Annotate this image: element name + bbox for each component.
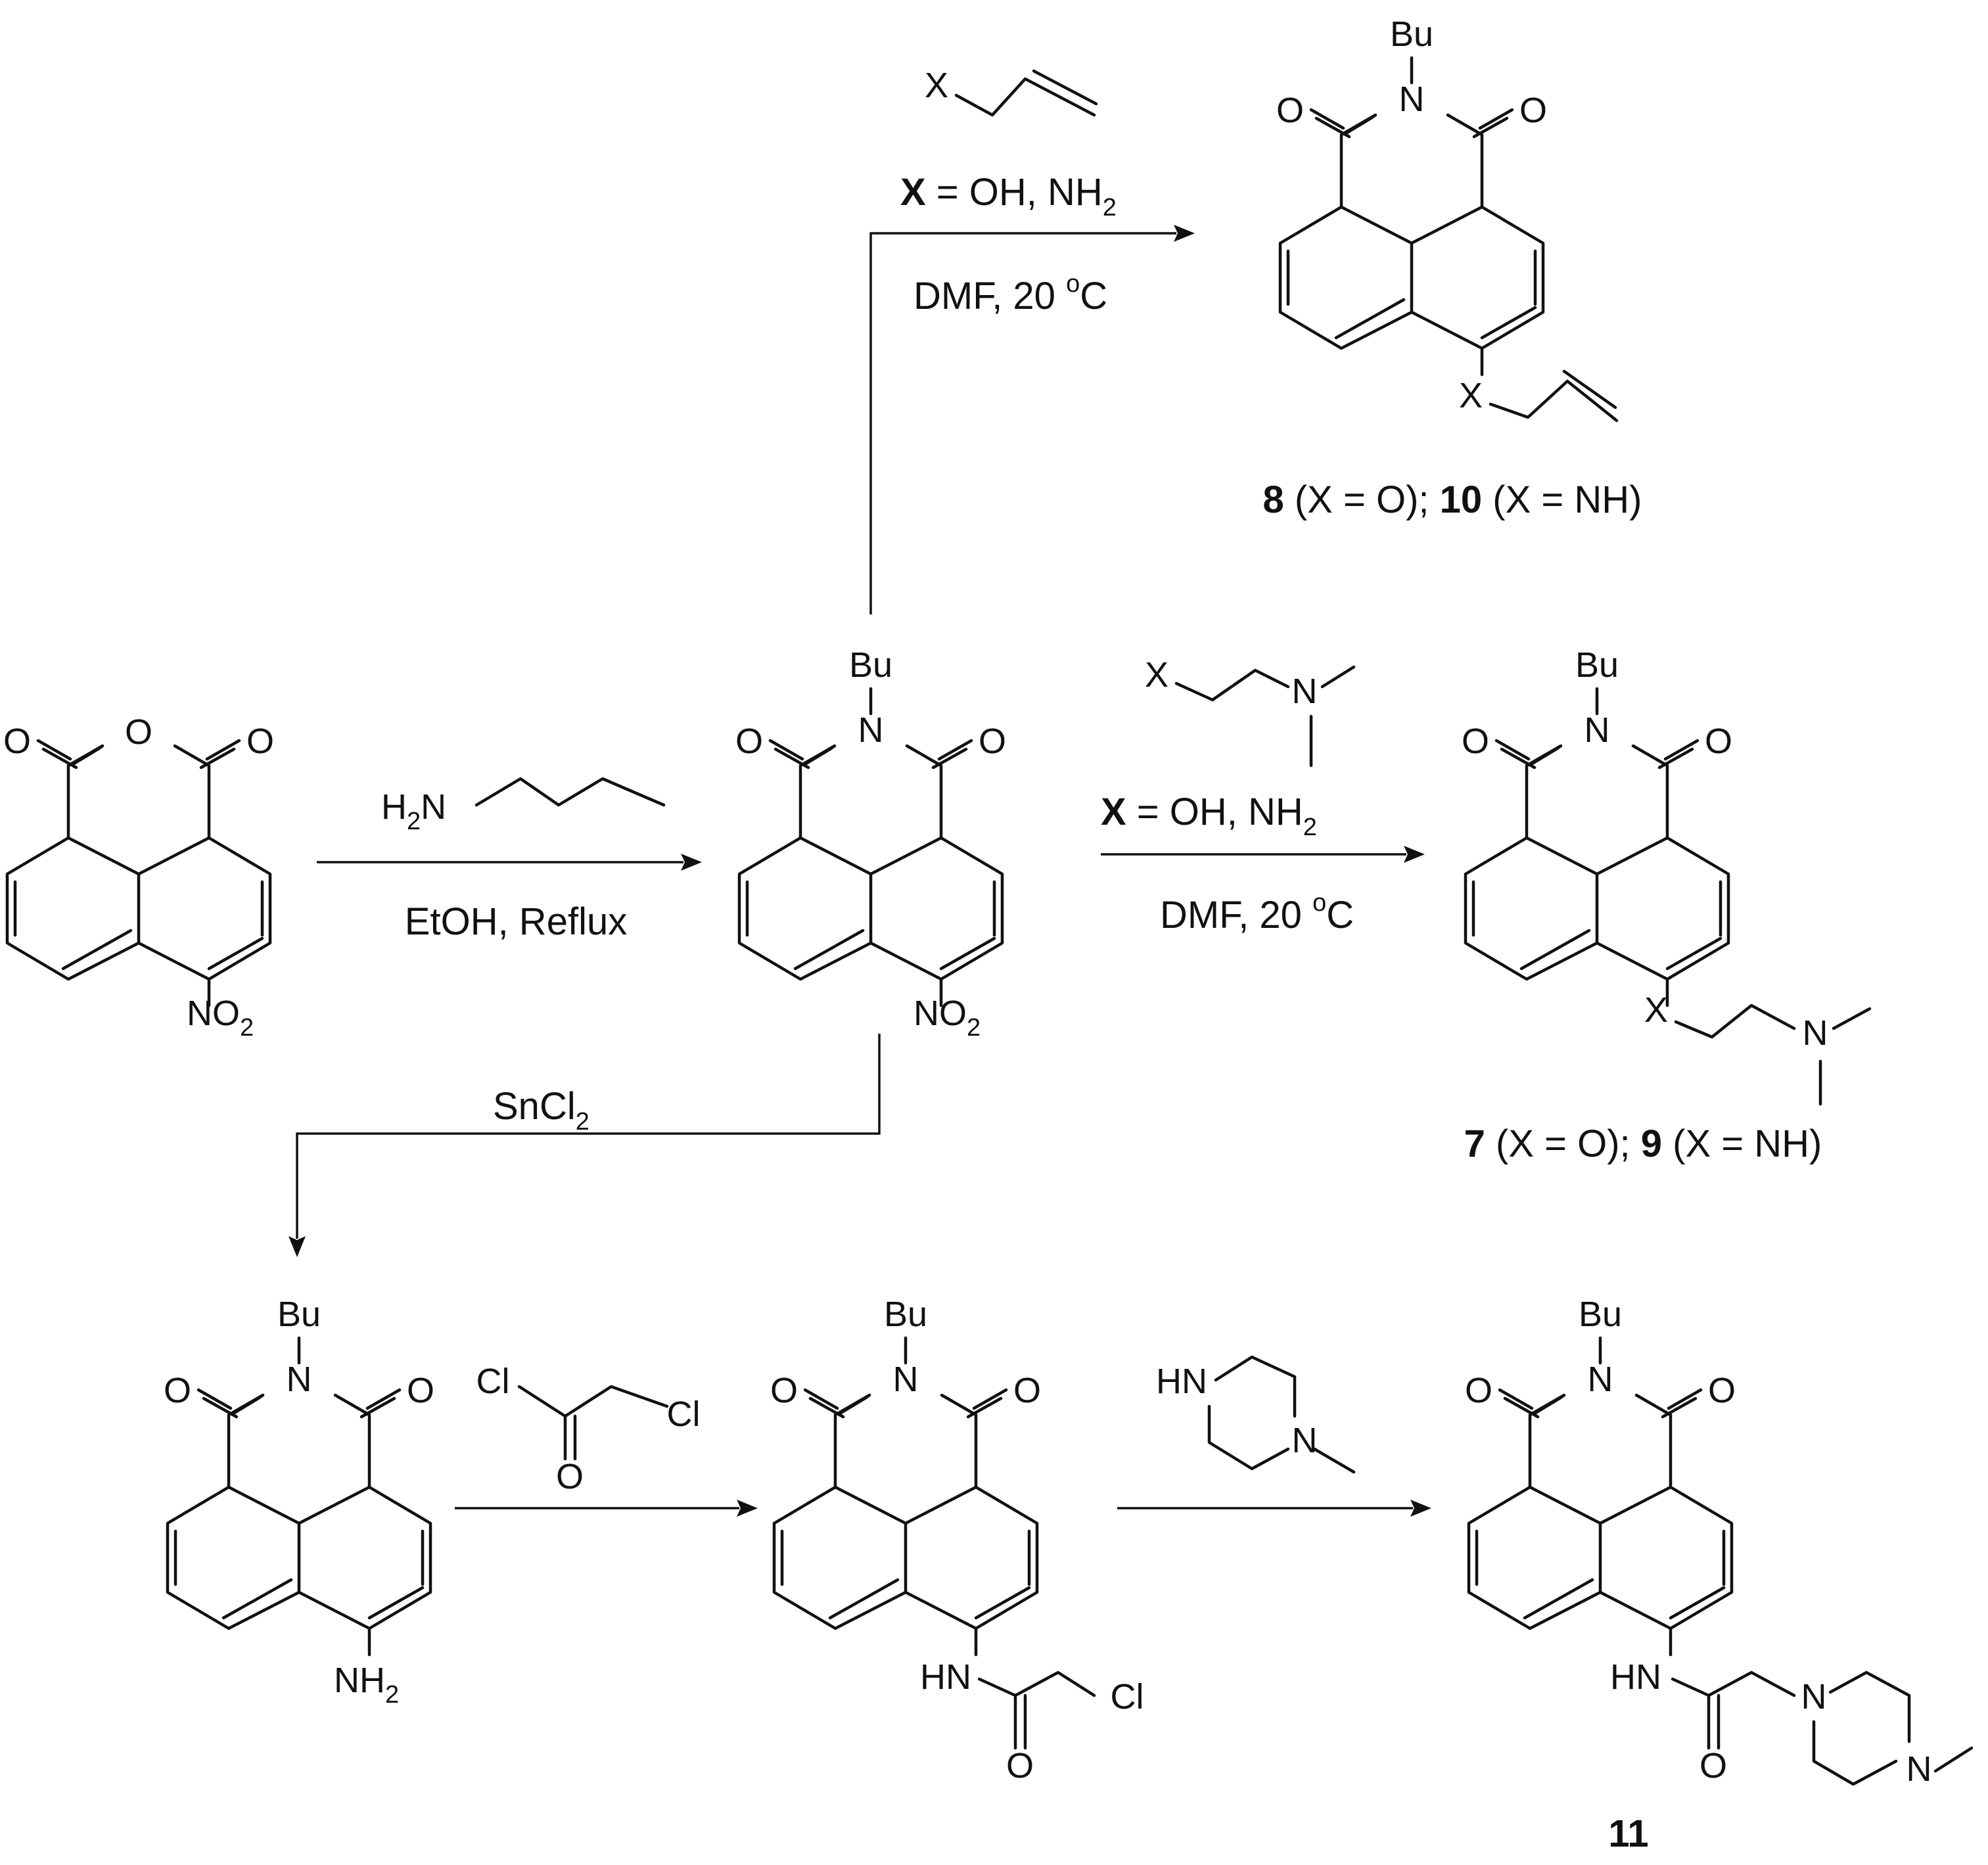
carbonyl-oxygen: O [1006, 1746, 1034, 1785]
carbonyl-oxygen: O [1699, 1746, 1727, 1785]
reagent-tin-chloride: SnCl2 [493, 1085, 589, 1136]
compound-label-11: 11 [1608, 1812, 1648, 1855]
amide-nh: HN [1610, 1657, 1661, 1697]
nitro-group: NO2 [187, 994, 254, 1042]
piperazine-product: HN N N O 11 [1465, 1295, 1974, 1855]
condition-dmf: DMF, 20 oC [913, 270, 1107, 317]
amine-label: H2N [381, 787, 446, 835]
x-definition: X = OH, NH2 [900, 171, 1117, 221]
condition-ethanol-reflux: EtOH, Reflux [405, 900, 627, 943]
anhydride-oxygen: O [125, 712, 152, 752]
piperazine-n: N [1907, 1749, 1932, 1789]
chloroacetamide-imide: HN Cl O [770, 1295, 1144, 1785]
carbonyl-oxygen: O [556, 1457, 584, 1496]
nitro-group: NO2 [913, 994, 981, 1042]
piperazine-n: N [1801, 1677, 1827, 1716]
piperazine-nh: HN [1156, 1362, 1207, 1401]
x-label: X [1145, 655, 1168, 695]
nitro-imide: NO2 [735, 645, 1006, 1042]
x-label: X [1459, 376, 1483, 415]
amino-imide: NH2 [164, 1295, 434, 1709]
x-definition: X = OH, NH2 [1101, 791, 1317, 841]
step-dimethylaminoethyl: X N X = OH, NH2 DMF, 20 oC [1101, 655, 1425, 936]
chloride-label: Cl [667, 1394, 701, 1434]
amino-group: NH2 [334, 1661, 399, 1709]
x-label: X [925, 66, 948, 105]
x-label: X [1644, 990, 1668, 1030]
chloride-label: Cl [1111, 1677, 1144, 1716]
dimethylaminoethyl-product: X N 7 (X = O); 9 (X = NH) [1462, 645, 1872, 1165]
compound-label-8-10: 8 (X = O); 10 (X = NH) [1263, 478, 1642, 521]
step-butylamine: H2N EtOH, Reflux [317, 777, 702, 943]
step-reduction: SnCl2 [289, 1034, 881, 1257]
step-allyl: X X = OH, NH2 DMF, 20 oC [869, 66, 1195, 614]
amine-nitrogen: N [1292, 672, 1318, 711]
step-chloroacetylation: Cl Cl O [455, 1362, 758, 1517]
condition-dmf: DMF, 20 oC [1160, 889, 1354, 936]
amide-nh: HN [920, 1657, 971, 1697]
amine-nitrogen: N [1803, 1013, 1828, 1053]
piperazine-n: N [1292, 1421, 1318, 1460]
step-piperazine: HN N [1117, 1355, 1431, 1517]
allyl-product: X 8 (X = O); 10 (X = NH) [1263, 14, 1642, 521]
chloride-label: Cl [476, 1362, 510, 1401]
compound-label-7-9: 7 (X = O); 9 (X = NH) [1464, 1122, 1822, 1165]
nitro-anhydride: O NO2 [3, 712, 274, 1042]
